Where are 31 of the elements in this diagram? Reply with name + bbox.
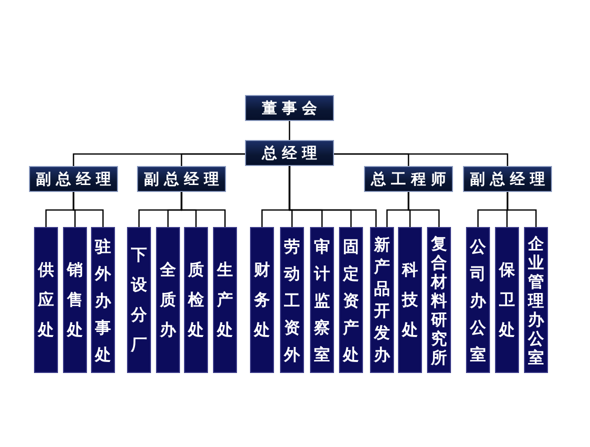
connector-line <box>408 192 440 227</box>
department-box: 新产品开发办 <box>370 227 394 373</box>
department-box: 复合材料研究所 <box>427 227 451 373</box>
title-box: 副总经理 <box>463 166 552 192</box>
connector-line <box>334 153 508 166</box>
connector-line <box>288 166 377 227</box>
connector-line <box>180 192 226 227</box>
department-box: 生产处 <box>213 227 237 373</box>
department-box: 劳动工资外 <box>280 227 304 373</box>
department-box: 下设分厂 <box>127 227 151 373</box>
title-box: 总工程师 <box>364 166 453 192</box>
connector-line <box>288 121 290 140</box>
connector-line <box>506 192 537 227</box>
department-box: 销售处 <box>63 227 87 373</box>
connector-line <box>72 192 104 227</box>
department-box: 保卫处 <box>495 227 519 373</box>
connector-line <box>180 153 245 166</box>
department-box: 全质办 <box>156 227 180 373</box>
department-box: 企业管理办公室 <box>524 227 548 373</box>
department-box: 公司办公室 <box>466 227 490 373</box>
department-box: 财务处 <box>250 227 274 373</box>
department-box: 固定资产处 <box>339 227 363 373</box>
department-box: 审计监察室 <box>310 227 334 373</box>
department-box: 供应处 <box>34 227 58 373</box>
title-box: 总经理 <box>245 140 334 166</box>
department-box: 驻外办事处 <box>91 227 115 373</box>
title-box: 董事会 <box>245 95 334 121</box>
department-box: 科技处 <box>398 227 422 373</box>
title-box: 副总经理 <box>29 166 118 192</box>
department-box: 质检处 <box>184 227 208 373</box>
title-box: 副总经理 <box>137 166 226 192</box>
